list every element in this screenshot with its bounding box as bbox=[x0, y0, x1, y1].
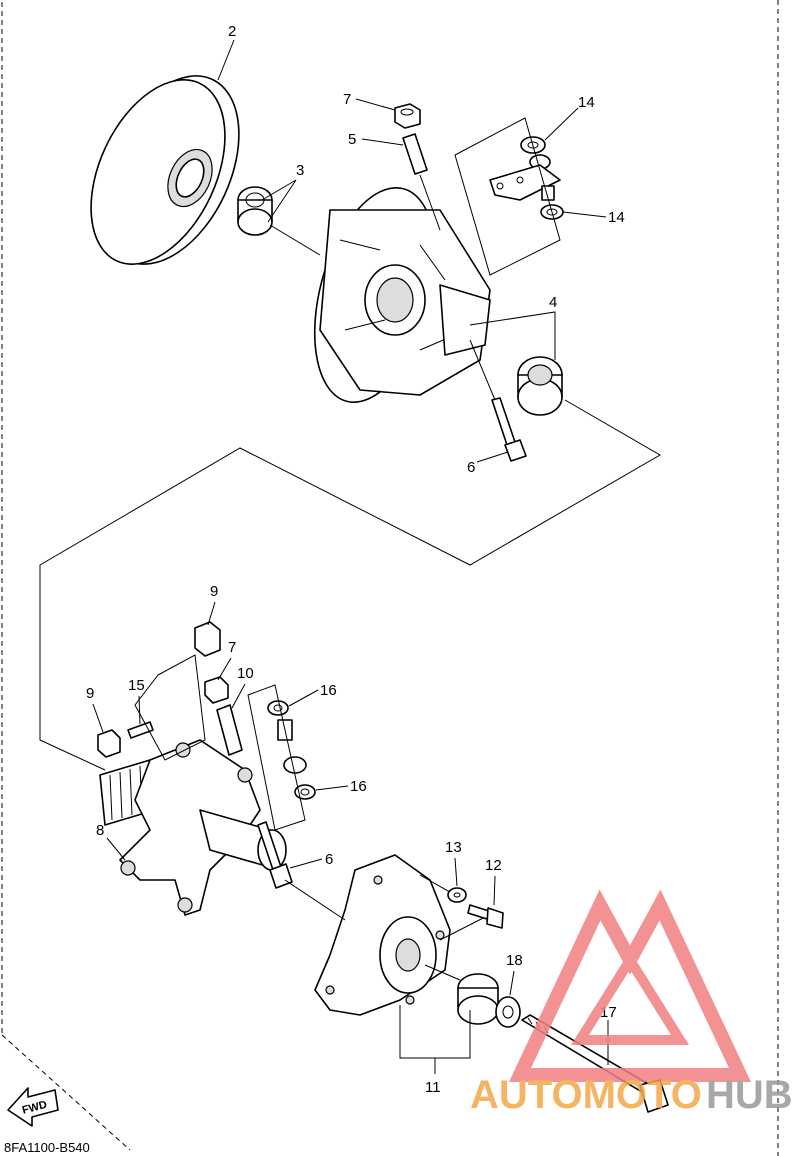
part-9-slider-b bbox=[97, 729, 121, 758]
callout-9-left: 9 bbox=[86, 685, 104, 733]
callout-12: 12 bbox=[485, 857, 502, 906]
callout-16-bottom: 16 bbox=[315, 778, 367, 795]
callout-label-10: 10 bbox=[237, 665, 254, 682]
callout-9-top: 9 bbox=[207, 583, 218, 626]
callout-7-upper: 7 bbox=[343, 91, 396, 111]
part-9-slider-a bbox=[194, 621, 221, 657]
callout-label-3: 3 bbox=[296, 162, 304, 179]
callout-6-lower: 6 bbox=[289, 851, 333, 869]
callout-label-11: 11 bbox=[425, 1079, 441, 1096]
callout-7-lower: 7 bbox=[217, 639, 236, 681]
callout-label-2: 2 bbox=[228, 23, 236, 40]
callout-label-6-lower: 6 bbox=[325, 851, 333, 868]
callout-15: 15 bbox=[128, 677, 145, 725]
part-11-bushing bbox=[457, 973, 499, 1025]
callout-label-13: 13 bbox=[445, 839, 462, 856]
watermark-triangle-icon bbox=[508, 889, 752, 1082]
callout-label-14-top: 14 bbox=[578, 94, 595, 111]
assembly-connector bbox=[39, 399, 661, 771]
part-11-cover bbox=[314, 854, 451, 1016]
callout-label-7-lower: 7 bbox=[228, 639, 236, 656]
bracket-outline-14 bbox=[454, 117, 561, 276]
callout-label-4: 4 bbox=[549, 294, 557, 311]
leader-5-to-housing bbox=[419, 174, 441, 231]
leader-6-upper bbox=[469, 339, 496, 401]
callout-label-18: 18 bbox=[506, 952, 523, 969]
frame-diagonal bbox=[1, 1034, 131, 1151]
fwd-arrow-icon: FWD bbox=[7, 1087, 59, 1127]
part-4-bushing bbox=[517, 356, 563, 416]
part-18-washer bbox=[495, 996, 521, 1028]
part-16-washer-top bbox=[267, 700, 293, 741]
part-14-washer-bottom bbox=[540, 185, 564, 220]
callout-label-5: 5 bbox=[348, 131, 356, 148]
callout-16-top: 16 bbox=[288, 682, 337, 707]
part-6-bolt-upper bbox=[491, 397, 527, 462]
callout-3: 3 bbox=[261, 162, 304, 223]
callout-label-6-upper: 6 bbox=[467, 459, 475, 476]
callout-label-15: 15 bbox=[128, 677, 145, 694]
part-12-screw bbox=[467, 904, 504, 929]
part-14-bracket bbox=[489, 164, 561, 201]
leader-4 bbox=[469, 311, 556, 360]
callout-label-12: 12 bbox=[485, 857, 502, 874]
watermark-text-part1: AUTOMOTO bbox=[470, 1073, 702, 1117]
callout-18: 18 bbox=[506, 952, 523, 996]
callout-label-7-upper: 7 bbox=[343, 91, 351, 108]
part-5-spacer-upper bbox=[402, 133, 428, 175]
part-16-washer-bottom bbox=[283, 756, 316, 800]
part-3-collar bbox=[237, 186, 273, 236]
callout-14-bottom: 14 bbox=[562, 209, 625, 226]
callout-label-9-top: 9 bbox=[210, 583, 218, 600]
leader-spider-to-cover bbox=[284, 879, 346, 921]
callout-label-16-bottom: 16 bbox=[350, 778, 367, 795]
leader-3-to-housing bbox=[269, 224, 321, 256]
callout-4: 4 bbox=[549, 294, 557, 311]
callout-label-16-top: 16 bbox=[320, 682, 337, 699]
callout-14-top: 14 bbox=[544, 94, 595, 141]
watermark-logo: AUTOMOTO HUB bbox=[470, 889, 793, 1117]
callout-label-9-left: 9 bbox=[86, 685, 94, 702]
diagram-code: 8FA1100-B540 bbox=[4, 1140, 90, 1155]
part-6-bolt-lower bbox=[257, 821, 293, 889]
part-2-sheave bbox=[90, 75, 240, 265]
part-housing-upper bbox=[313, 186, 491, 404]
part-15-pin bbox=[127, 721, 154, 739]
callout-label-8: 8 bbox=[96, 822, 104, 839]
leader-cover-bushing bbox=[424, 964, 461, 981]
part-10-spacer bbox=[216, 704, 243, 756]
callout-6-upper: 6 bbox=[467, 451, 509, 476]
callout-label-14-bottom: 14 bbox=[608, 209, 625, 226]
watermark-text-part2: HUB bbox=[706, 1073, 793, 1117]
bracket-outline-16 bbox=[247, 684, 306, 831]
callout-11: 11 bbox=[425, 1058, 441, 1096]
frame-border bbox=[1, 0, 779, 1156]
callout-5: 5 bbox=[348, 131, 404, 148]
callout-10: 10 bbox=[231, 665, 254, 709]
callout-13: 13 bbox=[445, 839, 462, 887]
callout-8: 8 bbox=[96, 822, 126, 861]
part-8-spider bbox=[99, 739, 287, 916]
part-13-washer bbox=[447, 887, 467, 903]
callout-2: 2 bbox=[217, 23, 236, 81]
part-7-nut-lower bbox=[204, 676, 229, 704]
part-7-nut-upper bbox=[394, 103, 421, 129]
watermark-inner-triangle-icon bbox=[570, 950, 690, 1045]
